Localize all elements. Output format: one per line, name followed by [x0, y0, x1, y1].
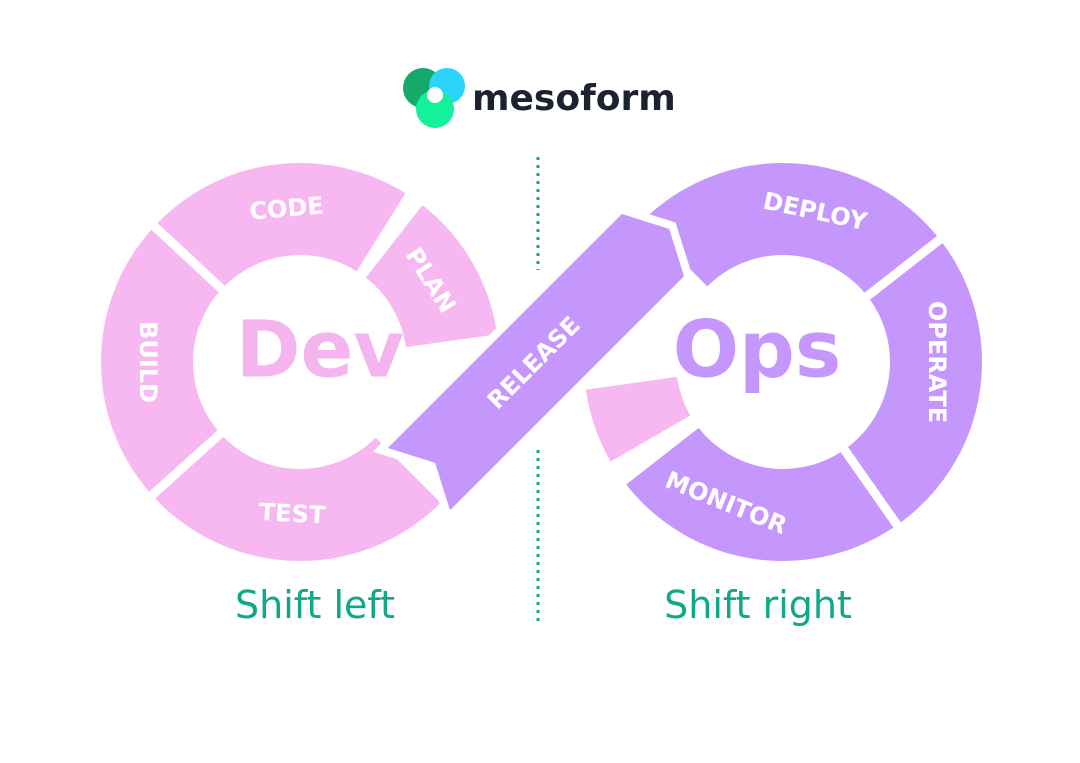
- logo-mark-icon: [403, 68, 465, 128]
- shift-left-caption: Shift left: [235, 583, 395, 627]
- stage-plan: [364, 205, 498, 349]
- stage-deploy: [642, 163, 940, 298]
- shift-right-caption: Shift right: [664, 583, 852, 627]
- stage-label-operate: OPERATE: [923, 301, 951, 423]
- dev-return-segment: [585, 375, 692, 462]
- segment-gap: [141, 214, 230, 298]
- logo-wordmark: mesoform: [472, 78, 676, 119]
- stage-operate: [843, 239, 982, 525]
- segment-gap: [859, 227, 953, 304]
- ops-title: Ops: [673, 305, 842, 395]
- segment-gap: [836, 441, 909, 539]
- stage-label-build: BUILD: [134, 321, 162, 403]
- stage-label-test: TEST: [258, 498, 326, 529]
- mesoform-logo: mesoform: [403, 68, 676, 128]
- stage-code: [147, 163, 406, 295]
- segment-gap: [604, 414, 703, 485]
- stage-build: [101, 228, 222, 496]
- stage-label-code: CODE: [248, 191, 325, 225]
- stage-release: RELEASE: [372, 204, 694, 526]
- stage-test: [152, 432, 441, 561]
- stage-monitor: [626, 426, 898, 561]
- dev-title: Dev: [236, 305, 405, 395]
- segment-gap: [139, 425, 229, 508]
